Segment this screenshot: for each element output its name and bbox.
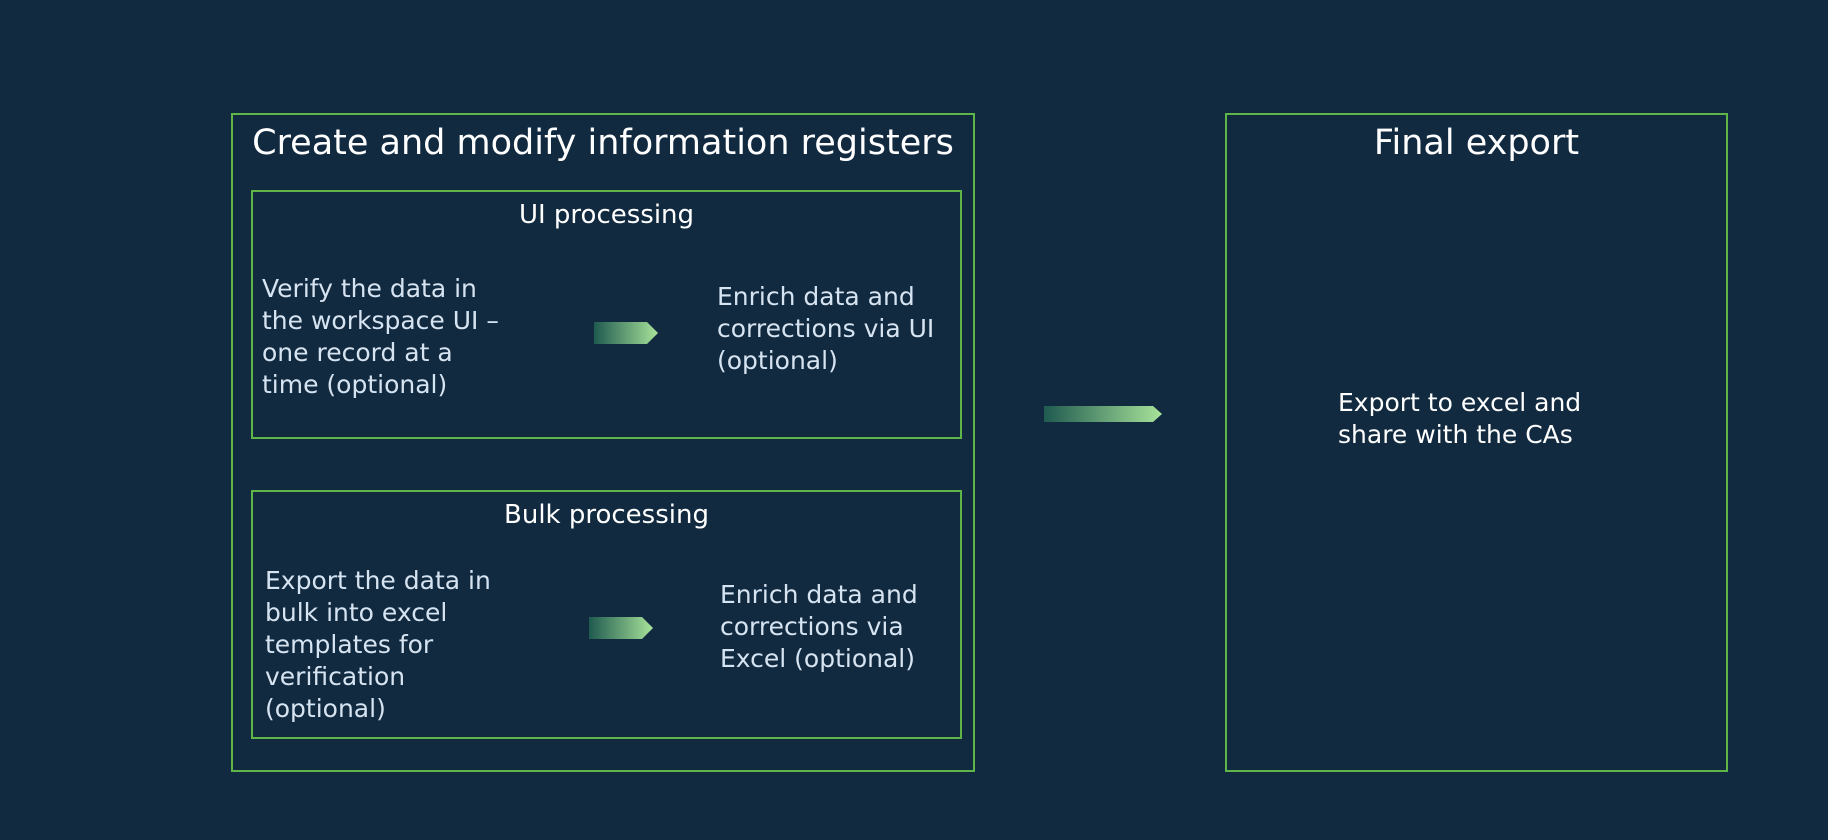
final-export-title: Final export [1373,123,1580,163]
ui-processing-box [251,190,962,439]
bulk-processing-box [251,490,962,739]
bulk-processing-title: Bulk processing [504,500,709,530]
register-section-title: Create and modify information registers [252,123,954,163]
final-flow-arrow-icon [1044,406,1162,422]
register-section-box [231,113,975,772]
final-export-section-box [1225,113,1728,772]
step-final-export: Export to excel and share with the CAs [1338,388,1582,449]
bulk-flow-arrow-icon [589,617,653,639]
step-enrich-excel: Enrich data and corrections via Excel (o… [720,580,918,673]
step-verify-ui: Verify the data in the workspace UI – on… [262,274,499,399]
step-enrich-ui: Enrich data and corrections via UI (opti… [717,282,935,375]
ui-flow-arrow-icon [594,322,658,344]
step-export-bulk: Export the data in bulk into excel templ… [265,566,491,723]
ui-processing-title: UI processing [518,200,695,230]
